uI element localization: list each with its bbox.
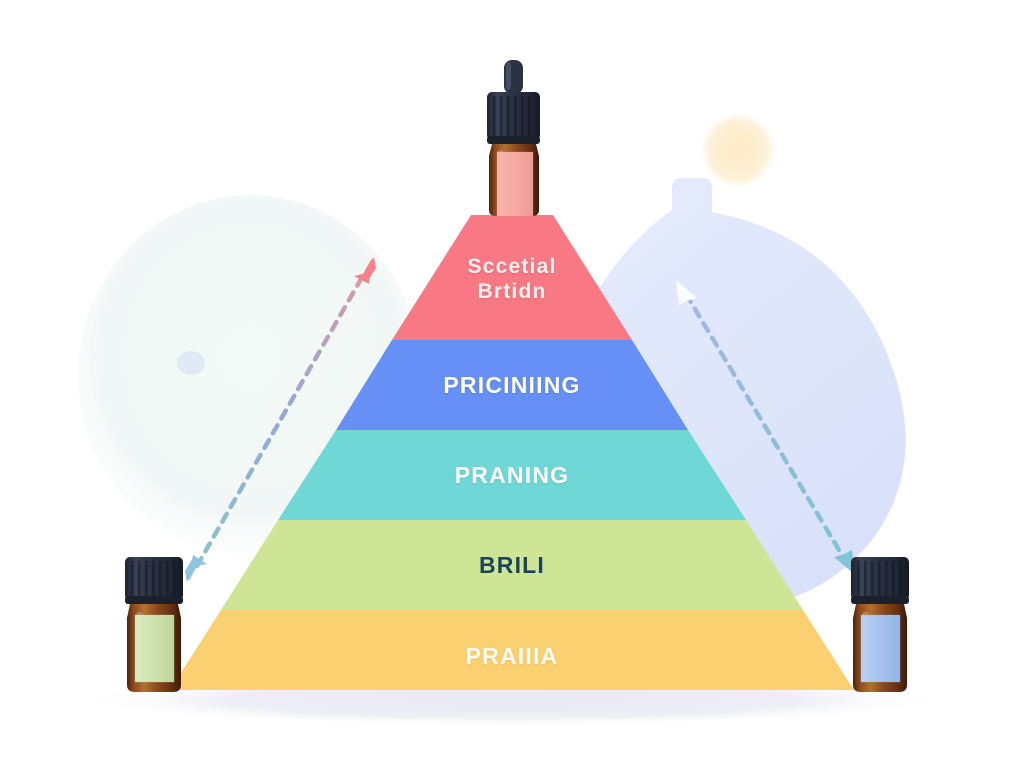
pyramid-tier-1[interactable] xyxy=(392,215,632,340)
pyramid-tier-4[interactable] xyxy=(221,520,803,610)
pyramid-tier-3[interactable] xyxy=(278,430,746,520)
right-double-arrow xyxy=(676,280,855,575)
left-arrow-shaft xyxy=(194,269,368,569)
pyramid-tier-5[interactable] xyxy=(170,610,854,690)
small-blue-dot xyxy=(177,351,205,375)
oil-bottle-right[interactable] xyxy=(851,557,909,692)
pyramid-tier-2[interactable] xyxy=(336,340,688,430)
left-double-arrow xyxy=(185,257,376,582)
dropper-bottle-top[interactable] xyxy=(487,60,540,217)
left-arrow-head-up-b xyxy=(360,257,376,282)
right-arrow-head-up-b xyxy=(676,280,687,305)
left-arrow-head-down-b xyxy=(185,556,201,582)
oil-bottle-left[interactable] xyxy=(125,557,183,692)
right-arrow-shaft xyxy=(683,291,848,563)
sun-blob xyxy=(701,113,775,187)
